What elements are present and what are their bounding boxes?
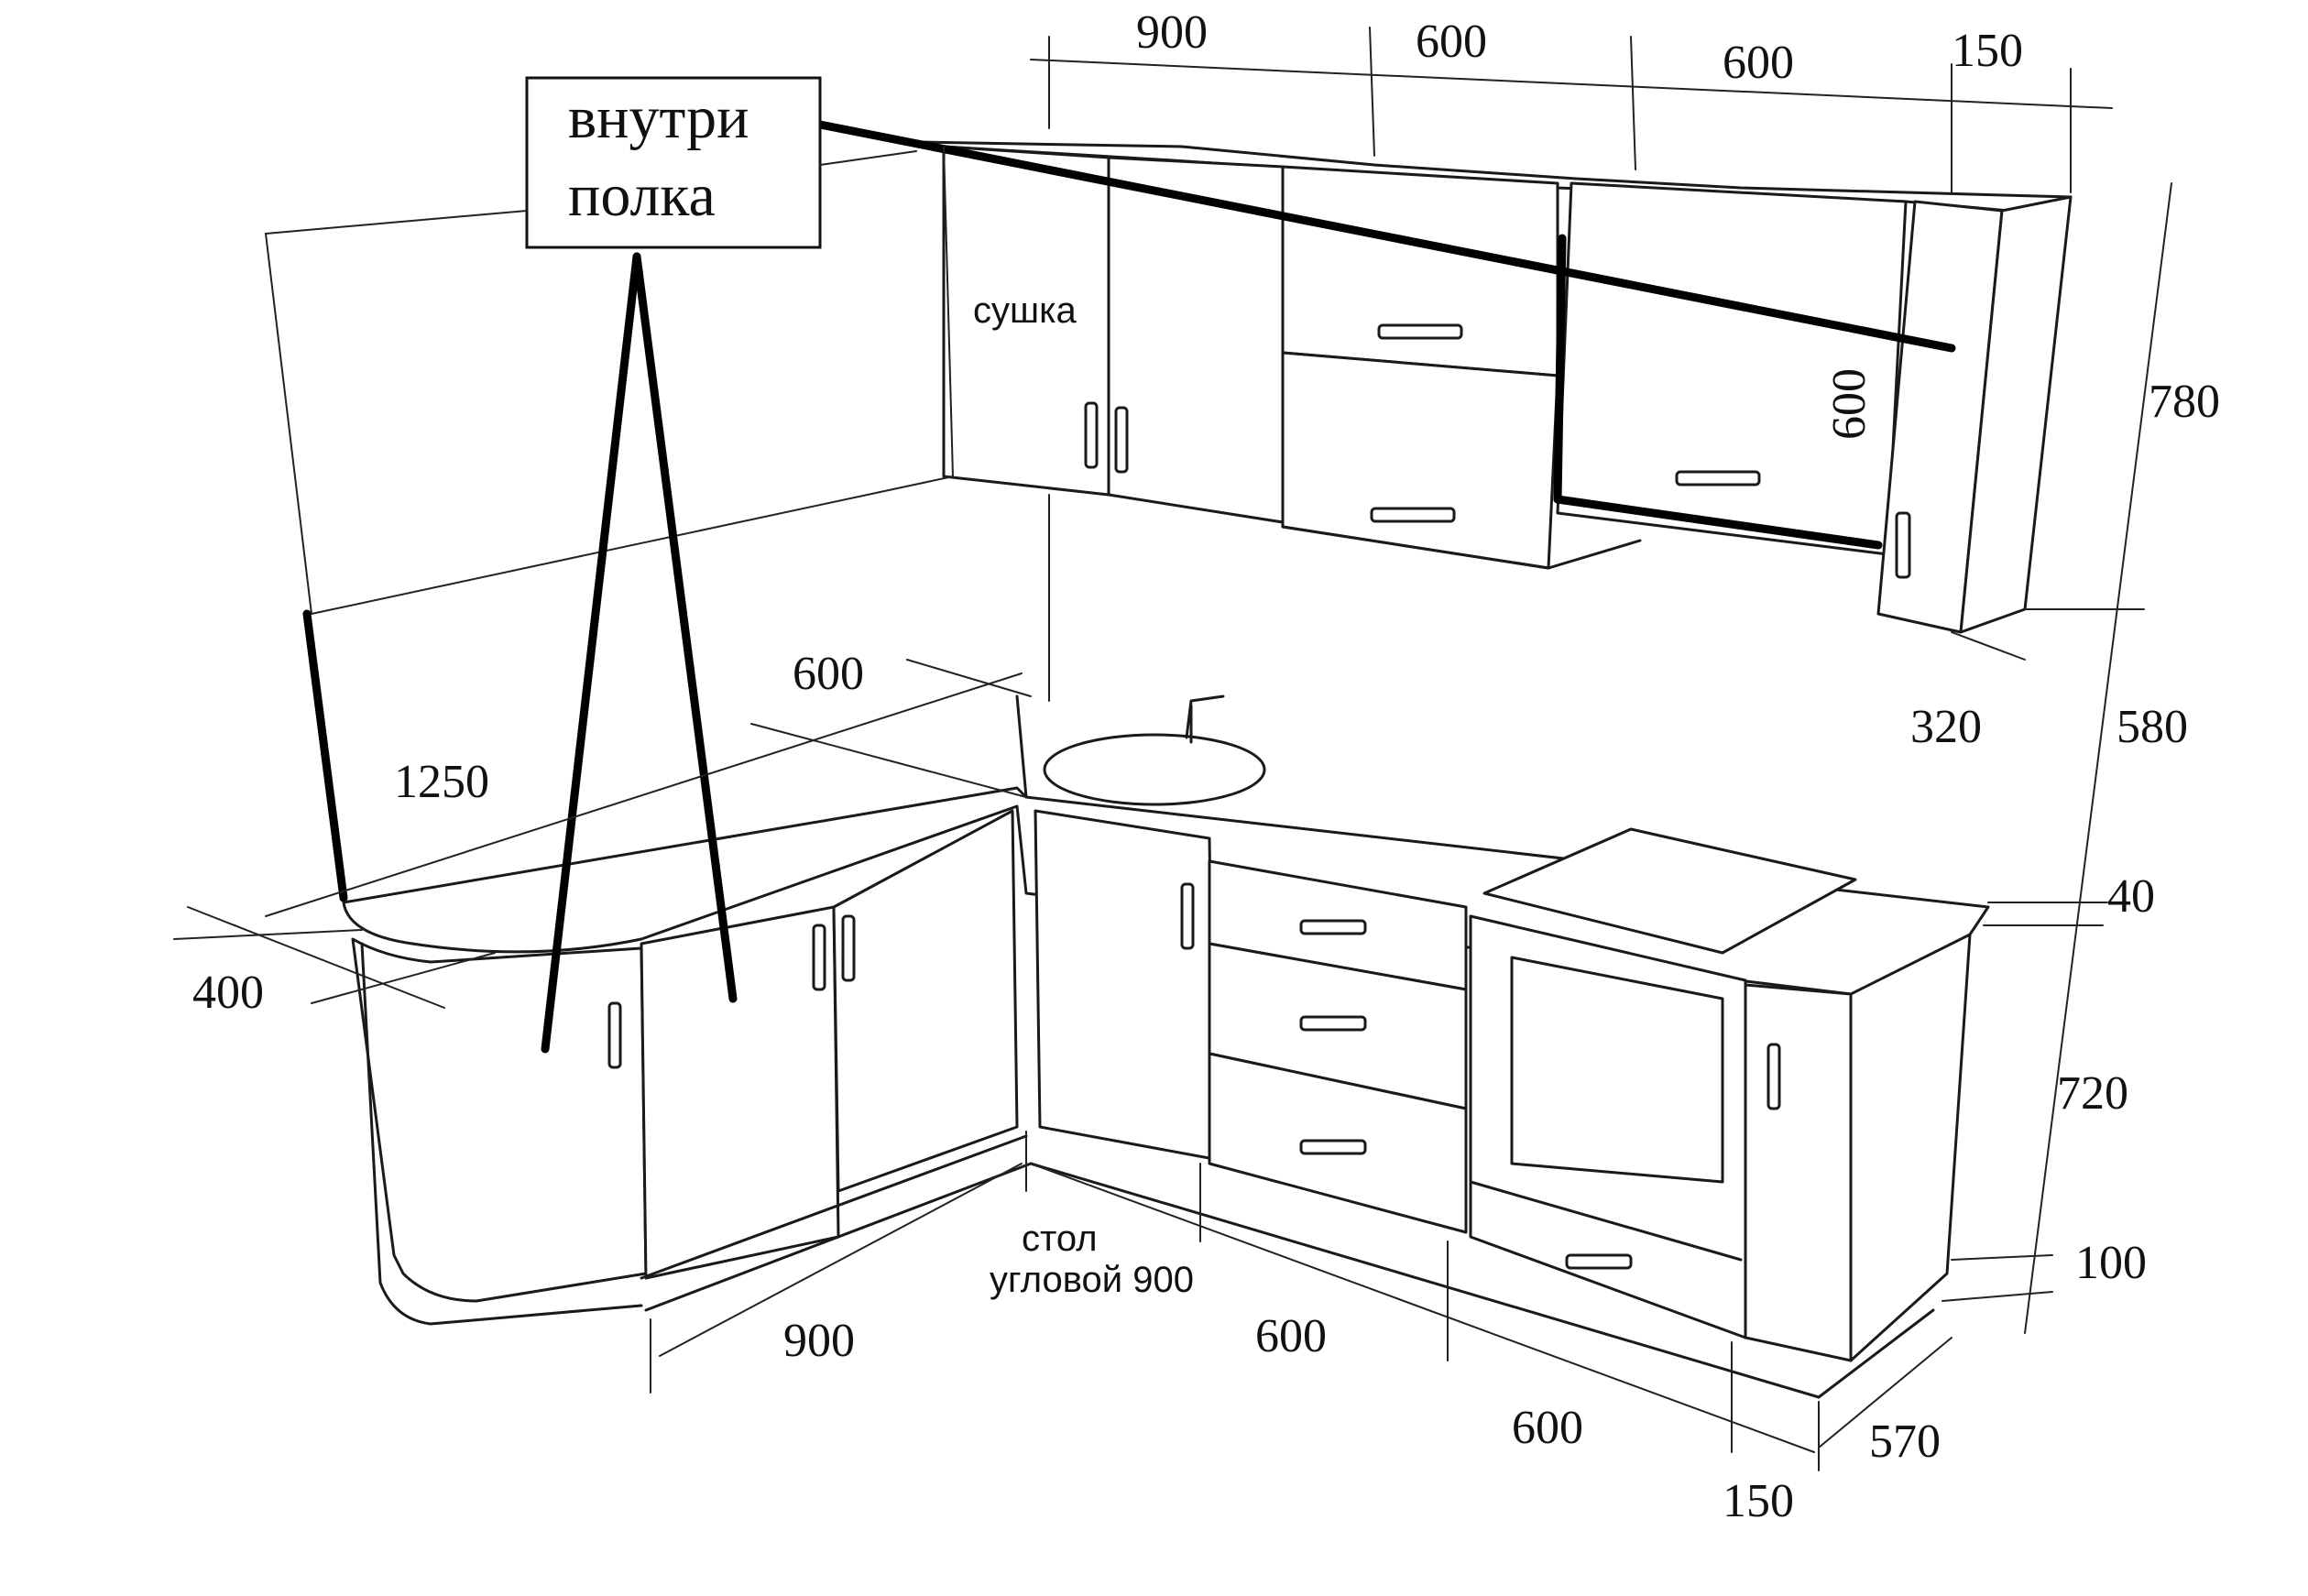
dim-line-top <box>1030 59 2113 109</box>
handle-icon <box>1299 1139 1367 1155</box>
dim-depth-570: 570 <box>1869 1416 1941 1468</box>
dim-worktop-40: 40 <box>2107 870 2155 923</box>
handle-icon <box>1370 507 1456 523</box>
handle-icon <box>607 1001 622 1069</box>
wall-cabinet-600-lower-flap <box>1281 351 1559 570</box>
base-curved-cabinet <box>351 937 648 1303</box>
shelf-indicator-line-3 <box>1553 234 1567 504</box>
corner-table-label-2: угловой 900 <box>990 1260 1194 1300</box>
dim-line-320 <box>1951 631 2026 661</box>
dim-tick <box>187 906 445 1009</box>
base-left-plinth-top <box>640 1134 1028 1280</box>
shelf-indicator-line <box>811 119 1956 353</box>
left-wall-edge <box>265 233 312 615</box>
wall-cabinets <box>811 119 2073 634</box>
note-line-2: полка <box>568 162 716 229</box>
base-end-door <box>1744 983 1853 1362</box>
base-end-side <box>1849 933 1972 1362</box>
shelf-note-callout: внутри полка <box>265 76 917 1054</box>
dim-top-600-b: 600 <box>1723 37 1794 89</box>
backsplash-line <box>311 476 954 615</box>
sink-bowl <box>1043 733 1266 806</box>
dim-gap-580: 580 <box>2117 701 2188 753</box>
oven-opening <box>1510 956 1724 1184</box>
handle-icon <box>1377 323 1463 340</box>
dim-base-600-b: 600 <box>1512 1402 1583 1454</box>
handle-icon <box>1114 406 1129 474</box>
handle-icon <box>1675 470 1761 486</box>
dim-left-1250: 1250 <box>394 756 489 808</box>
dim-tick <box>906 659 1032 697</box>
dim-line-1250 <box>265 672 1023 917</box>
base-corner-table-door <box>1034 809 1216 1161</box>
dim-line-600-left <box>750 723 1027 798</box>
dim-tick <box>1369 27 1375 157</box>
corner-table-label-1: стол <box>1022 1219 1098 1259</box>
dryer-label: сушка <box>973 290 1077 331</box>
note-box <box>525 76 822 249</box>
handle-icon <box>1895 511 1911 579</box>
wall-cabinet-bottom-edge-2 <box>1547 539 1642 570</box>
dim-line-400 <box>173 929 363 940</box>
handle-icon <box>841 914 856 982</box>
dim-tick <box>1951 1254 2053 1261</box>
note-pointer-right <box>632 252 738 1003</box>
dim-top-150: 150 <box>1952 25 2023 77</box>
dim-line-570 <box>1818 1337 1953 1448</box>
dim-wall-cabinet-600: 600 <box>1823 368 1876 440</box>
note-pointer-left <box>541 252 641 1054</box>
handle-icon <box>1084 401 1099 469</box>
handle-icon <box>1767 1043 1781 1110</box>
dim-depth-320: 320 <box>1910 701 1982 753</box>
dim-base-720: 720 <box>2057 1067 2128 1120</box>
dim-base-600-a: 600 <box>1255 1310 1327 1362</box>
dim-line-base-bottom <box>1030 1163 1815 1453</box>
dim-left-600: 600 <box>793 648 864 700</box>
faucet-icon <box>1185 694 1225 744</box>
base-curved-plinth <box>360 942 643 1326</box>
base-right-plinth <box>1029 1162 1821 1399</box>
dimension-values: 900 600 600 150 780 600 320 580 40 720 1… <box>192 6 2220 1527</box>
dim-plinth-100: 100 <box>2075 1237 2147 1289</box>
base-cabinets <box>351 809 1972 1399</box>
oven-drawer-top <box>1469 1180 1743 1262</box>
base-right-plinth-side <box>1817 1308 1935 1399</box>
dim-tick <box>311 952 496 1004</box>
dim-tick <box>1942 1291 2053 1302</box>
dim-base-900: 900 <box>783 1315 855 1367</box>
dim-line-right <box>2024 182 2172 1334</box>
handle-icon <box>1180 882 1195 950</box>
dim-left-400: 400 <box>192 967 264 1019</box>
dim-wall-780: 780 <box>2149 376 2220 428</box>
base-left-door-1 <box>640 905 840 1280</box>
shelf-indicator-line-2 <box>1553 495 1883 550</box>
walls <box>265 146 1050 902</box>
handle-icon <box>1299 919 1367 935</box>
handle-icon <box>1565 1253 1633 1270</box>
note-leader-line <box>265 210 528 235</box>
handle-icon <box>812 924 826 991</box>
wall-cabinet-bottom-edge <box>1281 525 1550 570</box>
dim-base-150: 150 <box>1723 1475 1794 1527</box>
handle-icon <box>1299 1015 1367 1032</box>
left-backsplash-bold <box>302 609 348 902</box>
wall-cabinet-600-upper-flap <box>1281 165 1559 377</box>
dim-top-600-a: 600 <box>1416 16 1487 68</box>
base-left-door-2 <box>832 809 1019 1193</box>
dim-line-base-900 <box>659 1163 1023 1357</box>
labels: сушка стол угловой 900 <box>973 290 1194 1300</box>
dimension-lines <box>173 27 2172 1471</box>
dim-tick <box>1630 36 1636 170</box>
base-left-plinth-bottom <box>644 1162 1033 1312</box>
worktop-corner-edge <box>1015 694 1028 799</box>
wall-corner-line <box>943 146 954 477</box>
note-line-1: внутри <box>568 84 749 151</box>
cooktop-icon <box>1482 827 1857 955</box>
note-leader-line-2 <box>819 150 917 166</box>
dim-top-900: 900 <box>1136 6 1208 59</box>
